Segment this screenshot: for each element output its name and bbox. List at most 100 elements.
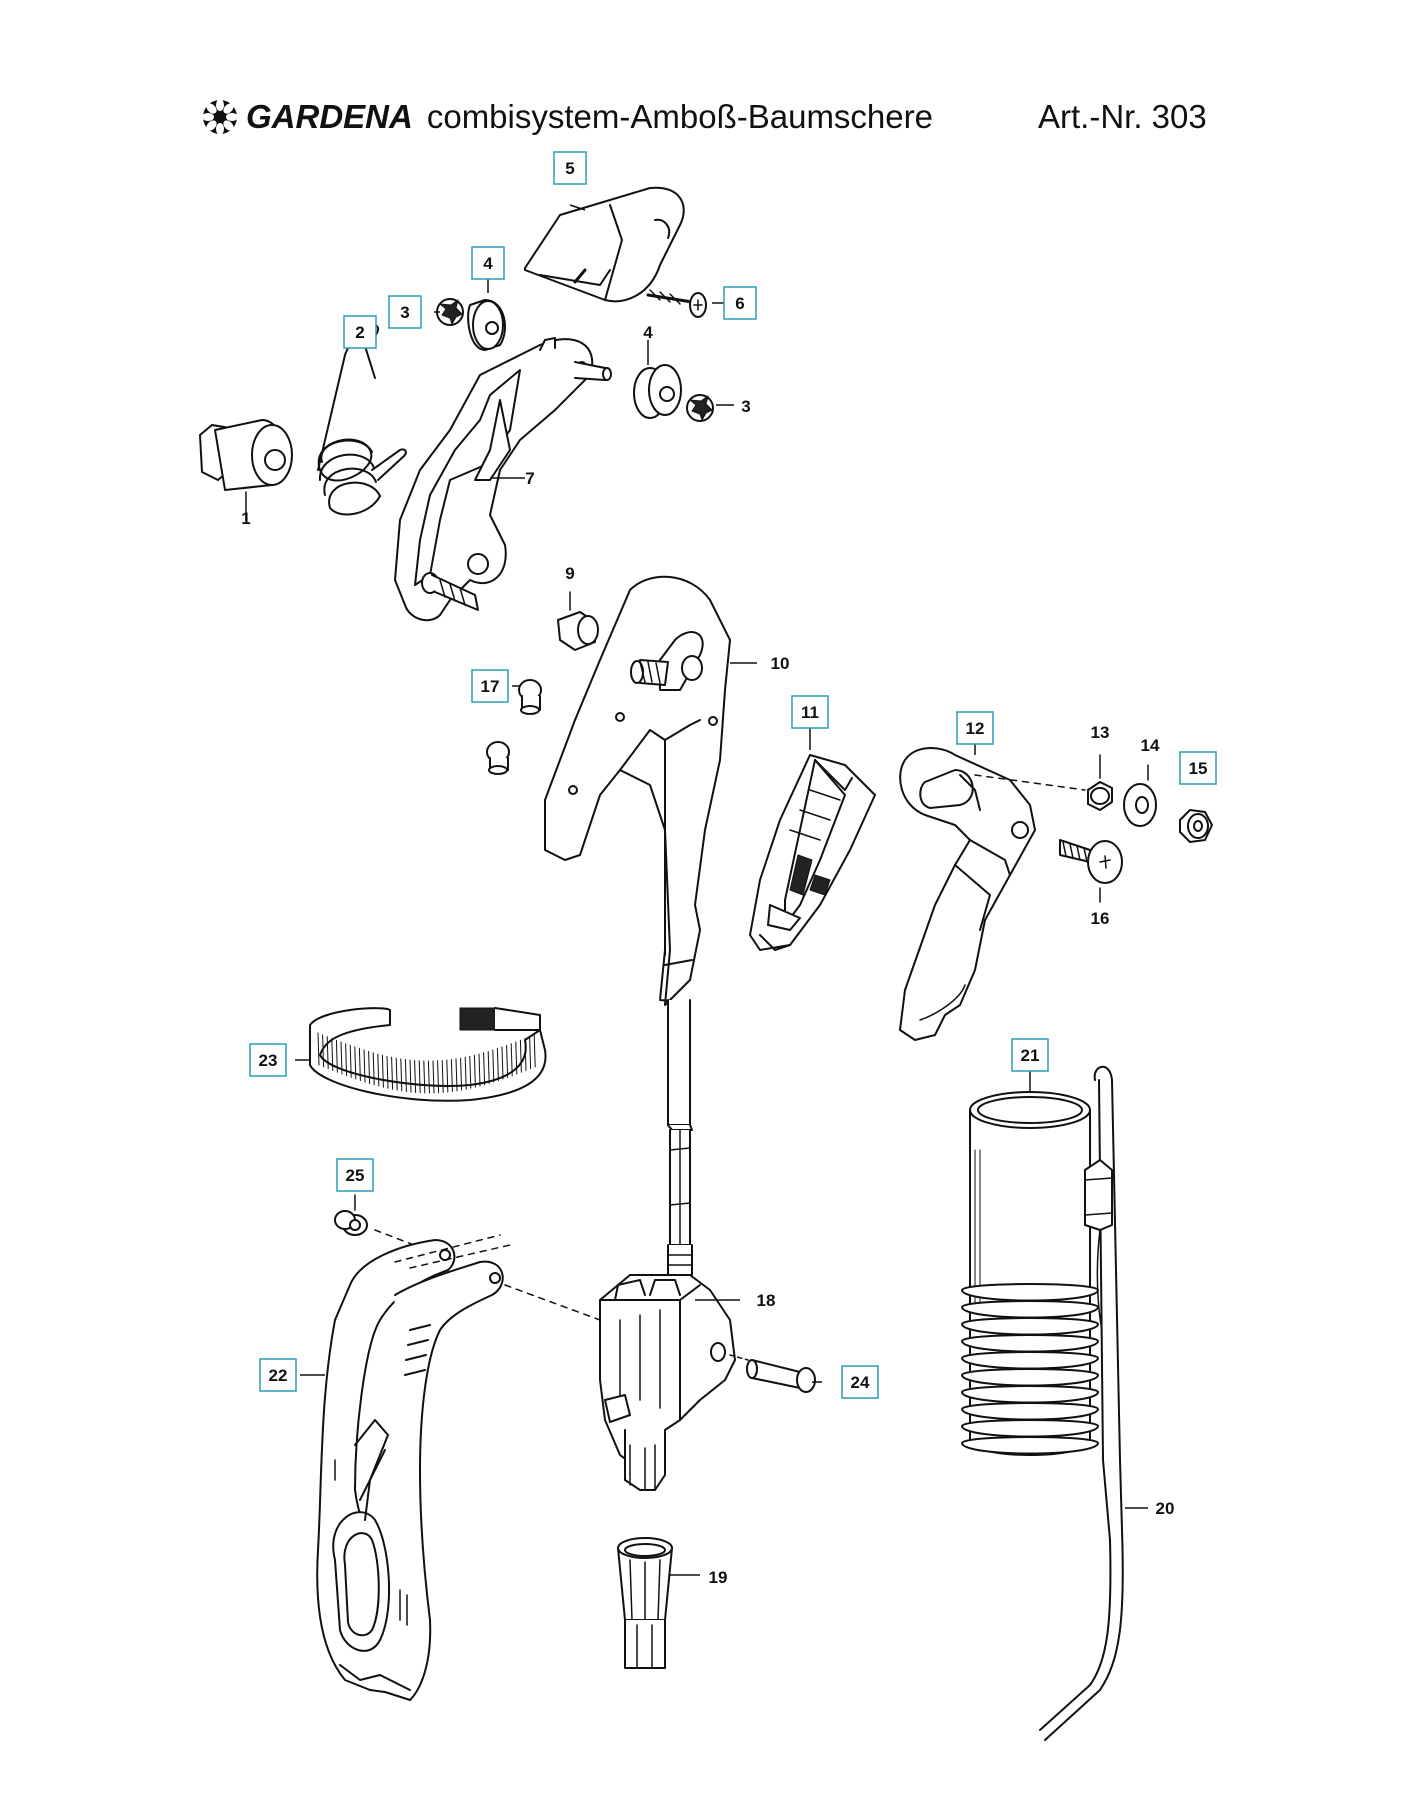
callout-number: 25	[346, 1166, 365, 1185]
spring-coil	[961, 1419, 1099, 1438]
callout-p6: 6	[723, 286, 757, 320]
band-rib	[322, 1034, 325, 1068]
callout-p7: 7	[525, 469, 534, 488]
part-11-anvil-insert	[749, 754, 876, 951]
part-25-bushing	[334, 1194, 441, 1256]
callout-p16: 16	[1091, 909, 1110, 928]
spring-coil	[961, 1385, 1099, 1404]
callout-p9: 9	[565, 564, 574, 583]
band-rib	[409, 1059, 412, 1093]
band-rib	[372, 1052, 375, 1086]
band-rib	[478, 1053, 481, 1087]
callout-number: 12	[966, 719, 985, 738]
callout-p13: 13	[1091, 723, 1110, 742]
band-rib	[395, 1057, 398, 1091]
callout-p20: 20	[1156, 1499, 1175, 1518]
band-rib	[510, 1043, 513, 1077]
band-rib	[368, 1050, 371, 1084]
part-3-star-washer-left	[436, 298, 464, 326]
callout-number: 4	[483, 254, 493, 273]
callout-box	[388, 295, 422, 329]
callout-p1: 1	[241, 509, 250, 528]
band-rib	[381, 1054, 384, 1088]
band-rib	[464, 1056, 467, 1090]
callout-box	[956, 711, 994, 745]
callout-box	[791, 695, 829, 729]
callout-p15: 15	[1179, 751, 1217, 785]
part-4-bushing-left	[467, 299, 506, 351]
diagram-title: combisystem-Amboß-Baumschere	[426, 98, 933, 135]
band-rib	[432, 1060, 435, 1094]
spring-coil	[961, 1317, 1099, 1336]
band-rib	[506, 1044, 509, 1078]
callout-p23: 23	[249, 1043, 287, 1077]
callout-number: 6	[735, 294, 744, 313]
spring-coil	[961, 1283, 1099, 1302]
band-rib	[331, 1037, 334, 1071]
article-number: Art.-Nr. 303	[1038, 98, 1207, 135]
callout-number: 20	[1156, 1499, 1175, 1518]
callout-number: 18	[757, 1291, 776, 1310]
callout-number: 2	[355, 323, 364, 342]
band-rib	[533, 1034, 536, 1068]
part-14-washer	[1123, 764, 1157, 827]
part-12-anvil	[899, 747, 1086, 1041]
band-rib	[483, 1052, 486, 1086]
band-rib	[460, 1057, 463, 1091]
callout-number: 23	[259, 1051, 278, 1070]
tube-spring-coils	[961, 1283, 1099, 1455]
part-6-screw	[646, 289, 707, 318]
part-18-coupling-head	[599, 1274, 736, 1491]
band-rib	[423, 1060, 426, 1094]
callout-number: 16	[1091, 909, 1110, 928]
callout-number: 24	[851, 1373, 870, 1392]
grip-band-texture	[317, 1032, 536, 1094]
callout-p21: 21	[1011, 1038, 1049, 1072]
callout-p17: 17	[471, 669, 509, 703]
band-rib	[473, 1054, 476, 1088]
callout-number: 7	[525, 469, 534, 488]
part-15-lock-nut	[1179, 809, 1213, 843]
part-4-bushing-right	[633, 364, 682, 419]
part-22-handle	[316, 1234, 601, 1701]
callout-p3a: 3	[388, 295, 422, 329]
band-rib	[414, 1059, 417, 1093]
part-17-bolts	[486, 679, 542, 775]
spring-coil	[961, 1436, 1099, 1455]
band-rib	[529, 1036, 532, 1070]
callout-number: 19	[709, 1568, 728, 1587]
part-16-carriage-bolt	[1059, 839, 1123, 903]
band-rib	[400, 1058, 403, 1092]
band-rib	[358, 1048, 361, 1082]
part-1-nut-bushing	[199, 419, 293, 521]
callout-p12: 12	[956, 711, 994, 745]
part-13-nut	[1087, 754, 1113, 811]
callout-number: 1	[241, 509, 250, 528]
band-rib	[418, 1060, 421, 1094]
callout-number: 3	[741, 397, 750, 416]
header-brand: GARDENA combisystem-Amboß-Baumschere	[200, 92, 933, 142]
part-19-adapter-sleeve	[617, 1537, 673, 1669]
band-rib	[427, 1060, 430, 1094]
band-rib	[317, 1032, 320, 1066]
part-7-lever-arm	[394, 337, 612, 622]
band-rib	[450, 1059, 453, 1093]
callout-p18: 18	[757, 1291, 776, 1310]
callout-p14: 14	[1141, 736, 1160, 755]
spring-coil	[961, 1351, 1099, 1370]
spring-coil	[961, 1334, 1099, 1353]
band-rib	[515, 1041, 518, 1075]
callout-box	[841, 1365, 879, 1399]
band-rib	[345, 1043, 348, 1077]
gardena-flower-logo-icon	[202, 99, 238, 135]
band-rib	[487, 1050, 490, 1084]
part-24-pin	[729, 1354, 816, 1393]
callout-p2: 2	[343, 315, 377, 349]
part-23-grip-band	[309, 1007, 547, 1102]
callout-p10: 10	[771, 654, 790, 673]
band-rib	[524, 1037, 527, 1071]
callout-box	[343, 315, 377, 349]
part-5-blade-cover	[524, 186, 685, 303]
callout-p24: 24	[841, 1365, 879, 1399]
callout-number: 3	[400, 303, 409, 322]
